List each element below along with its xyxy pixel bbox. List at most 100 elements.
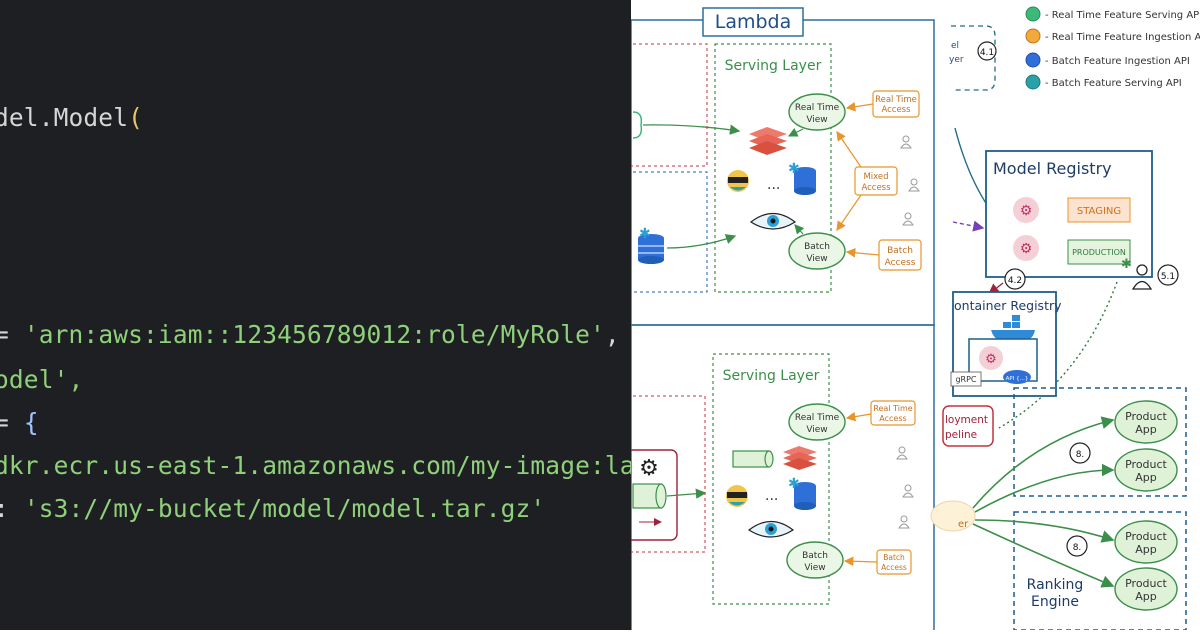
svg-text:Access: Access <box>881 105 911 115</box>
kappa-real-time-view <box>788 403 846 441</box>
svg-text:Batch: Batch <box>887 246 913 256</box>
snowflake-icon: ✱ <box>639 226 651 242</box>
lambda-architecture: Lambda ✱ Serving Layer ... <box>626 7 935 326</box>
lambda-mixed-access <box>854 166 898 196</box>
svg-text:8.: 8. <box>1076 450 1085 460</box>
stacked-layers-icon <box>783 446 817 470</box>
grpc-label: gRPC <box>955 375 976 384</box>
svg-text:API {...}: API {...} <box>1006 376 1029 382</box>
lambda-ellipsis: ... <box>767 177 780 193</box>
stream-pipe-icon <box>632 111 643 139</box>
svg-text:App: App <box>1135 423 1157 436</box>
ranking-engine-label: Ranking <box>1027 577 1084 593</box>
code-line-6: : 's3://my-bucket/model/model.tar.gz' <box>0 494 546 523</box>
code-line-2: = 'arn:aws:iam::123456789012:role/MyRole… <box>0 320 620 349</box>
svg-text:Mixed: Mixed <box>863 172 888 182</box>
user-to-app-arrows <box>972 416 1115 588</box>
svg-text:View: View <box>806 115 827 125</box>
code-line-3: odel', <box>0 365 84 394</box>
production-label <box>1067 239 1131 265</box>
svg-text:yer: yer <box>949 55 964 65</box>
svg-text:- Batch Feature Ingestion API: - Batch Feature Ingestion API <box>1045 56 1190 67</box>
svg-text:App: App <box>1135 471 1157 484</box>
user-node <box>930 500 976 532</box>
snowflake-database-icon: ✱ <box>788 161 816 195</box>
svg-text:- Real Time Feature Ingestion: - Real Time Feature Ingestion API <box>1045 32 1200 43</box>
kappa-real-time-access <box>870 400 916 426</box>
svg-text:⚙: ⚙ <box>1020 241 1033 257</box>
svg-text:8.: 8. <box>1073 543 1082 553</box>
svg-text:Product: Product <box>1125 577 1167 590</box>
svg-text:Access: Access <box>885 258 916 268</box>
step-8-badge <box>1069 442 1091 464</box>
model-registry-title: Model Registry <box>993 159 1112 178</box>
svg-text:Product: Product <box>1125 530 1167 543</box>
snowflake-database-icon: ✱ <box>788 476 816 510</box>
svg-text:loyment: loyment <box>945 414 988 426</box>
architecture-diagram: Lambda ✱ Serving Layer ... <box>626 0 1200 634</box>
lambda-title-box <box>702 7 804 37</box>
stacked-layers-icon <box>749 127 787 155</box>
svg-text:✱: ✱ <box>788 476 800 492</box>
svg-text:Access: Access <box>881 563 907 572</box>
staging-label <box>1067 197 1131 223</box>
step-4-1-badge <box>977 41 997 61</box>
product-app-group-2 <box>1013 511 1187 631</box>
user-icons <box>900 135 920 226</box>
svg-text:PRODUCTION: PRODUCTION <box>1072 248 1126 257</box>
model-gear-icon <box>1013 197 1039 223</box>
svg-text:App: App <box>1135 590 1157 603</box>
mlops-panel: - Real Time Feature Serving API - Real T… <box>930 6 1200 631</box>
database-icon: ✱ <box>638 226 664 264</box>
svg-text:4.2: 4.2 <box>1008 276 1022 286</box>
svg-text:Batch: Batch <box>883 553 905 562</box>
svg-text:Product: Product <box>1125 410 1167 423</box>
kappa-ellipsis: ... <box>765 488 778 504</box>
user-icons <box>896 446 914 529</box>
elasticsearch-icon <box>726 485 748 507</box>
lambda-batch-view <box>788 232 846 270</box>
stream-pipe-icon <box>732 450 774 468</box>
svg-text:4.1: 4.1 <box>980 48 994 58</box>
svg-text:el: el <box>951 41 959 51</box>
model-gear-icon <box>1013 235 1039 261</box>
eye-icon <box>749 212 797 230</box>
code-line-1: del.Model( <box>0 103 144 132</box>
svg-text:Real Time: Real Time <box>795 103 840 113</box>
svg-text:App: App <box>1135 543 1157 556</box>
svg-text:STAGING: STAGING <box>1077 206 1121 217</box>
svg-text:View: View <box>806 425 827 435</box>
step-8-badge <box>1066 535 1088 557</box>
code-editor-panel: del.Model( = 'arn:aws:iam::123456789012:… <box>0 0 631 630</box>
speed-source-box <box>626 43 708 167</box>
model-gear-icon <box>979 346 1003 370</box>
product-app-group-1 <box>1013 387 1187 497</box>
step-5-1-badge <box>1157 264 1179 286</box>
svg-text:- Real Time Feature Serving AP: - Real Time Feature Serving API <box>1045 10 1200 21</box>
stream-pipe-icon <box>632 483 667 509</box>
kappa-serving-layer-label: Serving Layer <box>723 368 820 384</box>
svg-text:Access: Access <box>879 414 906 423</box>
svg-text:5.1: 5.1 <box>1161 272 1175 282</box>
code-line-5: dkr.ecr.us-east-1.amazonaws.com/my-image… <box>0 451 631 480</box>
svg-text:Engine: Engine <box>1031 594 1079 610</box>
svg-text:er: er <box>958 519 969 530</box>
deployment-pipeline-box <box>942 405 994 447</box>
svg-text:Real Time: Real Time <box>875 95 917 105</box>
product-app-nodes: Product App Product App Product App Prod… <box>1114 400 1178 611</box>
legend: - Real Time Feature Serving API - Real T… <box>1025 6 1200 90</box>
lambda-serving-layer-label: Serving Layer <box>725 58 822 74</box>
code-line-4: = { <box>0 408 39 437</box>
svg-text:⚙: ⚙ <box>985 352 997 367</box>
user-icon <box>1131 264 1153 290</box>
lambda-real-time-view <box>788 93 846 131</box>
svg-text:View: View <box>804 563 825 573</box>
svg-text:⚙: ⚙ <box>1020 203 1033 219</box>
container-registry-title: ontainer Registry <box>954 298 1062 313</box>
svg-text:Real Time: Real Time <box>873 404 912 413</box>
svg-text:Product: Product <box>1125 458 1167 471</box>
svg-text:peline: peline <box>945 429 977 441</box>
kappa-serving-layer <box>712 353 830 605</box>
eye-icon <box>747 520 795 538</box>
svg-text:Access: Access <box>861 183 891 193</box>
